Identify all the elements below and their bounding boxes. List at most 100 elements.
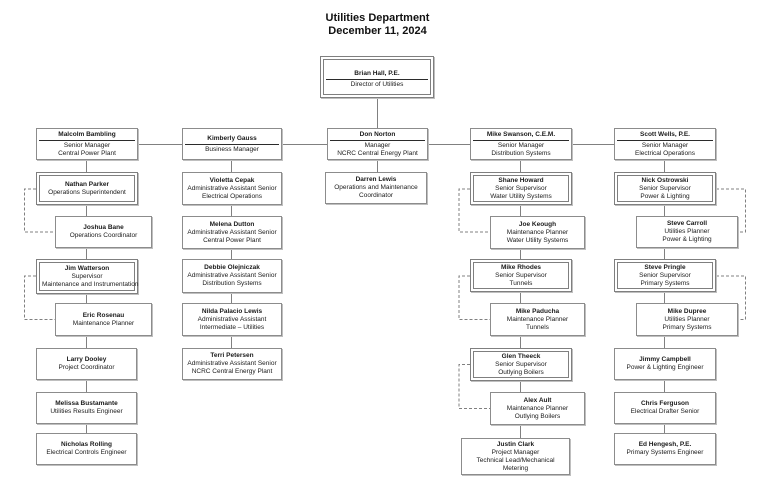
org-node-jim-watterson: Jim Watterson Supervisor Maintenance and…	[36, 259, 138, 294]
person-unit: Outlying Boilers	[514, 412, 561, 420]
org-node-glen-theeck: Glen Theeck Senior Supervisor Outlying B…	[470, 348, 572, 381]
person-unit: Central Power Plant	[58, 149, 116, 157]
org-node-mike-rhodes: Mike Rhodes Senior Supervisor Tunnels	[470, 259, 572, 292]
chart-title-line2: December 11, 2024	[328, 25, 427, 37]
person-title: Project Manager	[491, 448, 540, 456]
person-unit: NCRC Central Energy Plant	[191, 368, 273, 375]
person-title: Project Coordinator	[58, 364, 115, 371]
person-name: Justin Clark	[496, 440, 535, 448]
person-title: Senior Manager	[641, 141, 689, 149]
org-node-shane-howard: Shane Howard Senior Supervisor Water Uti…	[470, 172, 572, 205]
person-name: Melena Dutton	[209, 220, 255, 228]
person-title: Operations Superintendent	[48, 188, 126, 196]
chart-title-line1: Utilities Department	[325, 12, 430, 24]
person-unit: Distribution Systems	[202, 280, 262, 287]
org-node-debbie-olejniczak: Debbie Olejniczak Administrative Assista…	[182, 259, 282, 293]
person-title: Supervisor	[71, 272, 103, 280]
org-node-don-norton: Don Norton Manager NCRC Central Energy P…	[327, 128, 428, 160]
person-name: Scott Wells, P.E.	[617, 131, 713, 141]
org-node-malcolm-bambling: Malcolm Bambling Senior Manager Central …	[36, 128, 138, 160]
person-name: Melissa Bustamante	[55, 400, 118, 407]
person-name: Joe Keough	[518, 220, 557, 228]
person-name: Nilda Palacio Lewis	[201, 307, 263, 315]
person-name: Kimberly Gauss	[185, 135, 279, 145]
org-node-kimberly-gauss: Kimberly Gauss Business Manager	[182, 128, 282, 160]
person-title: Utilities Planner	[664, 315, 710, 323]
org-node-chris-ferguson: Chris Ferguson Electrical Drafter Senior	[614, 392, 716, 424]
person-unit: Distribution Systems	[491, 149, 551, 157]
org-node-melissa-bustamante: Melissa Bustamante Utilities Results Eng…	[36, 392, 137, 424]
person-title: Senior Supervisor	[495, 360, 547, 368]
person-name: Larry Dooley	[66, 356, 107, 363]
person-title: Administrative Assistant Senior	[187, 184, 277, 192]
person-title: Utilities Results Engineer	[50, 408, 123, 415]
person-title: Operations and Maintenance	[334, 184, 418, 191]
org-node-joe-keough: Joe Keough Maintenance Planner Water Uti…	[490, 216, 585, 249]
person-title: Administrative Assistant Senior	[187, 228, 277, 236]
org-node-mike-swanson: Mike Swanson, C.E.M. Senior Manager Dist…	[470, 128, 572, 160]
org-node-ed-hengesh: Ed Hengesh, P.E. Primary Systems Enginee…	[614, 433, 716, 465]
person-name: Nicholas Rolling	[61, 441, 112, 448]
person-title: Administrative Assistant	[197, 315, 267, 323]
org-node-mike-dupree: Mike Dupree Utilities Planner Primary Sy…	[636, 303, 738, 336]
person-title: Administrative Assistant Senior	[187, 272, 277, 279]
person-title: Manager	[364, 141, 391, 149]
person-name: Eric Rosenau	[82, 311, 125, 319]
person-title: Maintenance Planner	[506, 315, 569, 323]
dotted-reporting-lines	[24, 188, 746, 409]
person-unit: Power & Lighting	[640, 192, 690, 200]
person-unit: Outlying Boilers	[498, 368, 544, 376]
person-title: Operations Coordinator	[69, 232, 138, 239]
person-name: Darren Lewis	[355, 176, 397, 183]
person-title: Administrative Assistant Senior	[187, 360, 277, 367]
org-node-scott-wells: Scott Wells, P.E. Senior Manager Electri…	[614, 128, 716, 160]
person-name: Violetta Cepak	[209, 176, 255, 184]
person-unit: Electrical Operations	[635, 149, 695, 157]
person-name: Jim Watterson	[64, 264, 110, 272]
person-unit: Tunnels	[526, 323, 549, 331]
person-unit: Maintenance and Instrumentation	[42, 280, 139, 288]
person-name: Ed Hengesh, P.E.	[638, 441, 692, 448]
person-title: Electrical Controls Engineer	[46, 449, 127, 456]
person-name: Steve Carroll	[666, 220, 708, 227]
org-node-eric-rosenau: Eric Rosenau Maintenance Planner	[55, 303, 152, 336]
person-name: Terri Petersen	[210, 352, 254, 359]
person-title: Power & Lighting Engineer	[626, 364, 704, 371]
person-unit: Primary Systems	[640, 279, 690, 287]
person-name: Jimmy Campbell	[639, 356, 691, 363]
person-unit: NCRC Central Energy Plant	[337, 149, 418, 157]
person-unit: Central Power Plant	[203, 236, 261, 244]
person-unit: Tunnels	[509, 279, 533, 287]
person-title: Electrical Drafter Senior	[630, 408, 700, 415]
person-title: Business Manager	[205, 145, 259, 153]
person-title: Senior Supervisor	[639, 271, 691, 279]
person-title2: Technical Lead/Mechanical	[476, 456, 555, 464]
person-unit: Electrical Operations	[202, 192, 262, 200]
person-title2: Coordinator	[359, 192, 393, 199]
person-name: Mike Dupree	[667, 307, 707, 315]
org-node-brian-hall: Brian Hall, P.E. Director of Utilities	[320, 56, 434, 98]
org-node-nick-ostrowski: Nick Ostrowski Senior Supervisor Power &…	[614, 172, 716, 205]
person-name: Joshua Bane	[83, 224, 124, 231]
person-title: Primary Systems Engineer	[626, 449, 704, 456]
person-name: Alex Ault	[523, 396, 552, 404]
person-unit: Intermediate – Utilities	[199, 323, 265, 331]
org-node-steve-pringle: Steve Pringle Senior Supervisor Primary …	[614, 259, 716, 292]
person-name: Chris Ferguson	[640, 400, 690, 407]
person-name: Debbie Olejniczak	[204, 264, 260, 271]
person-title: Senior Manager	[497, 141, 545, 149]
org-node-darren-lewis: Darren Lewis Operations and Maintenance …	[325, 172, 427, 204]
person-unit: Water Utility Systems	[506, 236, 569, 244]
person-name: Glen Theeck	[501, 352, 541, 360]
person-name: Don Norton	[330, 131, 425, 141]
org-node-larry-dooley: Larry Dooley Project Coordinator	[36, 348, 137, 380]
org-node-justin-clark: Justin Clark Project Manager Technical L…	[461, 438, 570, 475]
person-name: Mike Paducha	[515, 307, 560, 315]
org-node-steve-carroll: Steve Carroll Utilities Planner Power & …	[636, 216, 738, 248]
org-node-jimmy-campbell: Jimmy Campbell Power & Lighting Engineer	[614, 348, 716, 380]
person-name: Mike Swanson, C.E.M.	[473, 131, 569, 141]
org-node-nathan-parker: Nathan Parker Operations Superintendent	[36, 172, 138, 205]
person-title: Maintenance Planner	[506, 228, 569, 236]
person-name: Malcolm Bambling	[39, 131, 135, 141]
